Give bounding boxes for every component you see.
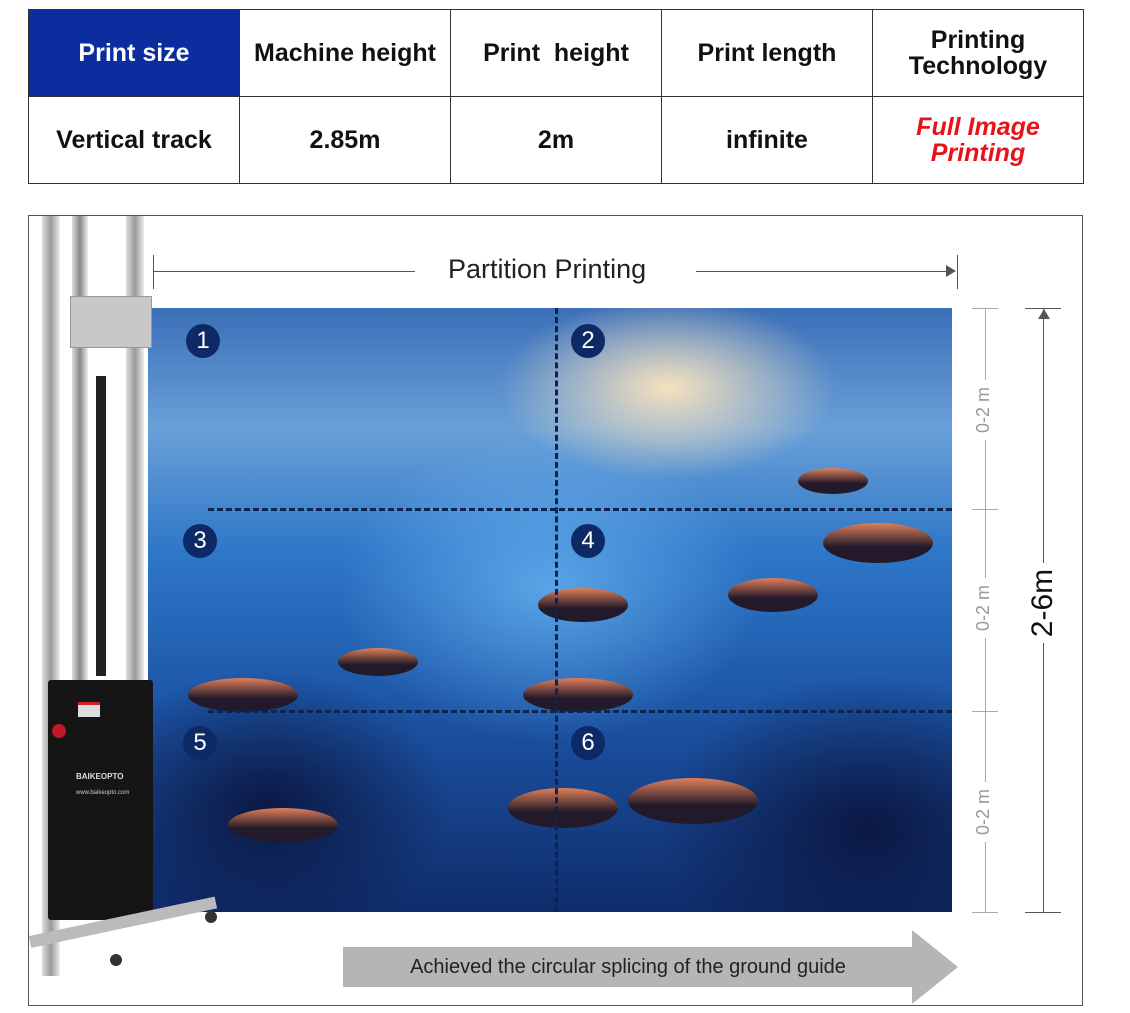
total-tick-bottom <box>1025 912 1061 913</box>
fish <box>508 788 618 828</box>
fish <box>823 523 933 563</box>
value-printing-technology: Full Image Printing <box>872 96 1084 184</box>
wheel-icon <box>205 911 217 923</box>
partition-divider-vertical <box>555 308 558 912</box>
arrow-right-icon <box>946 265 956 277</box>
value-print-height: 2m <box>450 96 662 184</box>
segment-tick <box>972 308 998 309</box>
zone-number-5: 5 <box>183 726 217 760</box>
zone-number-1: 1 <box>186 324 220 358</box>
table-row: Vertical track 2.85m 2m infinite Full Im… <box>28 96 1084 184</box>
header-machine-height: Machine height <box>239 9 451 97</box>
zone-number-4: 4 <box>571 524 605 558</box>
header-print-length: Print length <box>661 9 873 97</box>
value-print-size: Vertical track <box>28 96 240 184</box>
printer-machine: BAIKEOPTO www.baikeopto.com <box>28 216 218 1006</box>
ground-guide-arrow <box>343 947 913 987</box>
total-height-label: 2-6m <box>1026 563 1060 643</box>
wheel-icon <box>110 954 122 966</box>
ground-guide-label: Achieved the circular splicing of the gr… <box>410 956 846 978</box>
value-machine-height: 2.85m <box>239 96 451 184</box>
segment-tick <box>972 711 998 712</box>
partition-divider-horizontal <box>208 710 952 713</box>
header-printing-technology: Printing Technology <box>872 9 1084 97</box>
segment-tick <box>972 912 998 913</box>
fish <box>538 588 628 622</box>
fish <box>628 778 758 824</box>
total-tick-top <box>1025 308 1061 309</box>
emergency-stop-button[interactable] <box>52 724 66 738</box>
segment-label-2: 0-2 m <box>973 578 997 638</box>
table-header-row: Print size Machine height Print height P… <box>28 9 1084 97</box>
width-dimension-tick-left <box>153 255 154 289</box>
cable-chain <box>96 376 106 676</box>
brand-logo: BAIKEOPTO <box>76 772 124 781</box>
vertical-rail <box>72 216 88 686</box>
zone-number-6: 6 <box>571 726 605 760</box>
diagram-panel <box>28 215 1083 1006</box>
value-print-length: infinite <box>661 96 873 184</box>
width-dimension-line-right <box>696 271 954 272</box>
printer-head-box: BAIKEOPTO www.baikeopto.com <box>48 680 153 920</box>
header-print-size: Print size <box>28 9 240 97</box>
warning-label <box>78 702 100 717</box>
brand-url: www.baikeopto.com <box>76 790 130 796</box>
width-dimension-tick-right <box>957 255 958 289</box>
fish <box>523 678 633 712</box>
fish <box>338 648 418 676</box>
carriage-bracket <box>70 296 152 348</box>
spec-table: Print size Machine height Print height P… <box>28 9 1084 184</box>
zone-number-3: 3 <box>183 524 217 558</box>
arrow-head-icon <box>912 930 958 1004</box>
partition-divider-horizontal <box>208 508 952 511</box>
fish <box>188 678 298 712</box>
width-dimension-line-left <box>153 271 415 272</box>
segment-tick <box>972 509 998 510</box>
underwater-print-image: 1 2 3 4 5 6 <box>148 308 952 912</box>
vertical-rail <box>126 216 144 686</box>
segment-label-3: 0-2 m <box>973 782 997 842</box>
fish <box>728 578 818 612</box>
fish <box>228 808 338 842</box>
fish <box>798 468 868 494</box>
header-print-height: Print height <box>450 9 662 97</box>
arrow-up-icon <box>1038 309 1050 319</box>
partition-printing-label: Partition Printing <box>448 254 647 284</box>
segment-label-1: 0-2 m <box>973 380 997 440</box>
zone-number-2: 2 <box>571 324 605 358</box>
